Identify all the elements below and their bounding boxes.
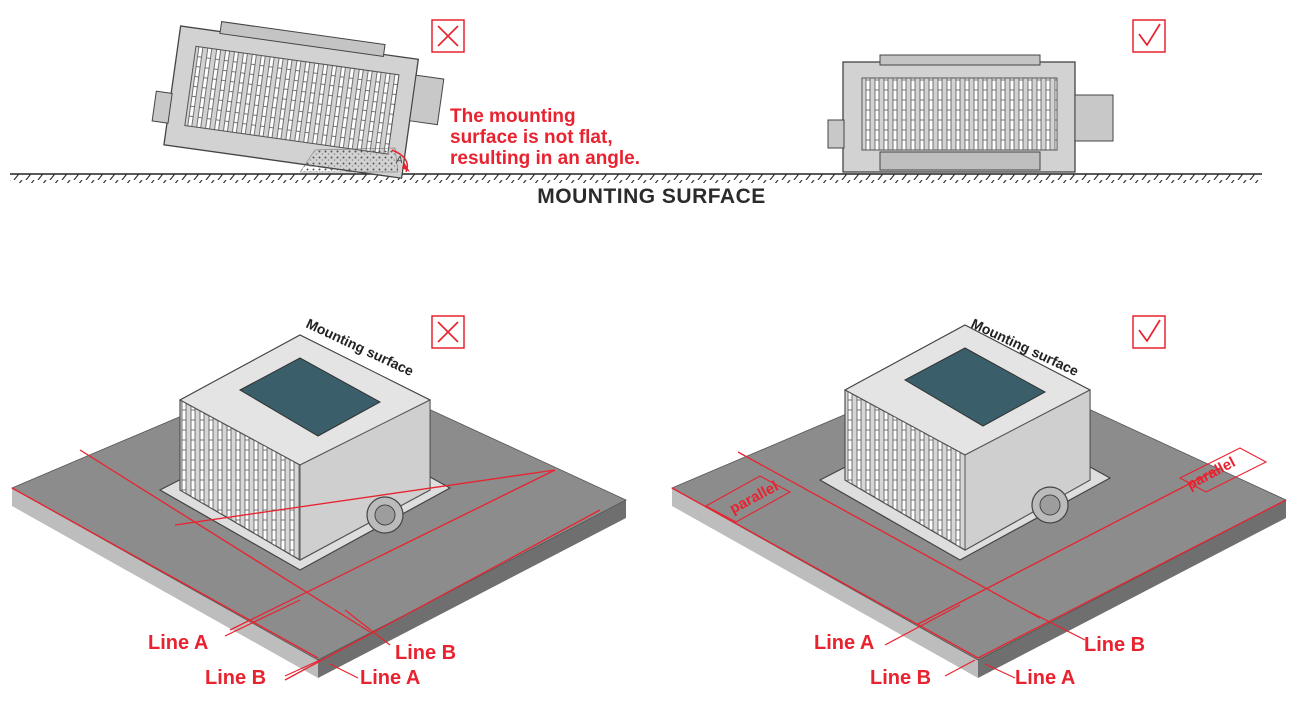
line-b-label: Line B <box>205 667 267 689</box>
debris-pile <box>299 147 399 173</box>
bottom-right-illustration: Mounting surface parallel parallel <box>671 315 1287 679</box>
line-a-label: Line A <box>148 632 209 654</box>
line-b-label: Line B <box>395 642 457 664</box>
tilted-device <box>151 21 445 179</box>
line-b-label: Line B <box>1084 634 1146 656</box>
line-b-label: Line B <box>870 667 932 689</box>
angle-label: A <box>395 155 403 166</box>
bottom-left-illustration: Mounting surface <box>11 315 627 681</box>
flatness-note: The mounting surface is not flat, result… <box>450 106 710 169</box>
mounting-surface-title: MOUNTING SURFACE <box>537 185 766 208</box>
note-line-3: resulting in an angle. <box>450 148 641 169</box>
mounting-surface-ground <box>10 173 1262 183</box>
level-device <box>827 54 1114 173</box>
note-line-2: surface is not flat, <box>450 127 613 148</box>
line-a-label: Line A <box>360 667 421 689</box>
line-a-label: Line A <box>814 632 875 654</box>
note-line-1: The mounting <box>450 106 576 127</box>
line-a-label: Line A <box>1015 667 1076 689</box>
cross-mark-icon <box>431 19 465 53</box>
check-mark-icon <box>1132 315 1166 349</box>
check-mark-icon <box>1132 19 1166 53</box>
cross-mark-icon <box>431 315 465 349</box>
